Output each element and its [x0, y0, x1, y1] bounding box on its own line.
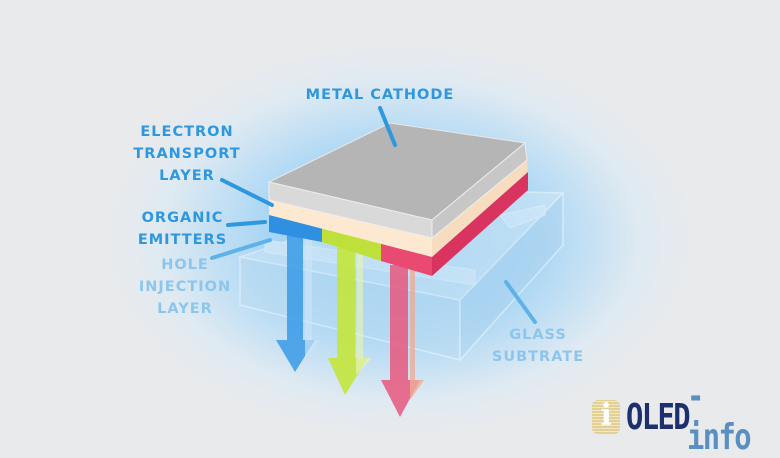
blue-light-arrow [276, 235, 320, 372]
metal-cathode-label: METAL CATHODE [300, 84, 460, 106]
electron-transport-layer [269, 160, 528, 257]
hole-injection-label: HOLE INJECTION LAYER [130, 254, 240, 320]
label-line: SUBTRATE [491, 349, 585, 365]
electron-transport-label: ELECTRON TRANSPORT LAYER [128, 121, 246, 187]
label-line: LAYER [159, 168, 215, 184]
label-line: TRANSPORT [133, 146, 241, 162]
info-icon [592, 398, 621, 434]
logo-text-oled: OLED [626, 396, 691, 438]
red-light-arrow [381, 265, 424, 417]
green-light-arrow [328, 248, 372, 395]
label-line: LAYER [157, 301, 213, 317]
logo-text-info: -info [687, 376, 752, 458]
organic-emitters-label: ORGANIC EMITTERS [130, 207, 235, 251]
leader-lines [210, 106, 537, 324]
label-line: METAL CATHODE [305, 87, 455, 103]
glass-substrate-label: GLASS SUBTRATE [488, 324, 588, 368]
label-line: INJECTION [138, 279, 232, 295]
label-line: GLASS [509, 327, 567, 343]
oled-structure-diagram [210, 106, 565, 417]
metal-cathode [267, 122, 528, 240]
label-line: EMITTERS [137, 232, 228, 248]
oled-info-logo: OLED -info [592, 376, 780, 458]
label-line: ELECTRON [140, 124, 234, 140]
label-line: ORGANIC [141, 210, 224, 226]
label-line: HOLE [161, 257, 209, 273]
